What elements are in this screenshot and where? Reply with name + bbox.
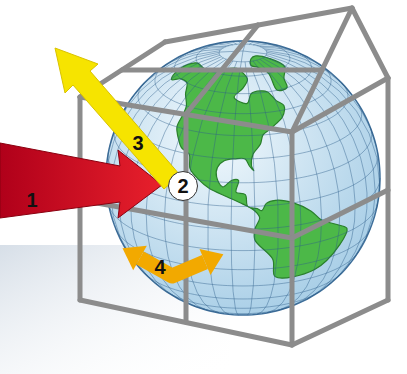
callout-circle: 2 <box>168 171 198 201</box>
frame-bar <box>186 25 258 114</box>
trapped-heat-arrowhead <box>200 249 224 275</box>
frame-bar <box>80 300 292 345</box>
frame-bar <box>292 190 388 238</box>
callout-number: 4 <box>154 257 165 277</box>
callout-number: 1 <box>26 190 37 210</box>
frame-bar <box>80 200 292 238</box>
callout-number: 3 <box>132 133 143 153</box>
radiation-arrows <box>0 48 223 276</box>
land-mass <box>172 63 348 278</box>
frame-bar <box>292 300 388 345</box>
trapped-heat-arrowhead <box>123 246 147 270</box>
callout-number: 2 <box>177 176 188 196</box>
trapped-heat-arrow <box>140 258 205 276</box>
frame-bar <box>352 8 388 78</box>
reflected-radiation-arrow <box>55 48 180 189</box>
